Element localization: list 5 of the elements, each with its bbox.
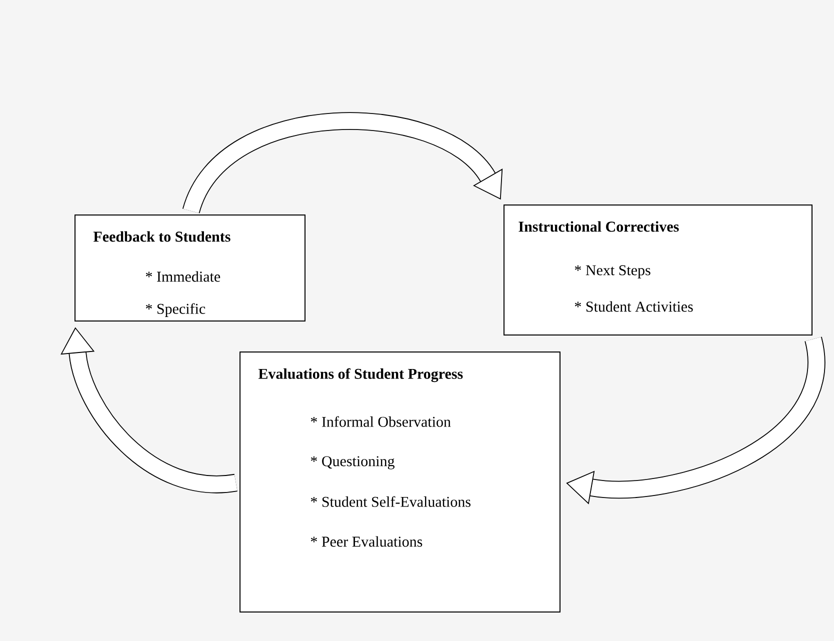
curved-arrow — [182, 112, 503, 214]
curved-arrow — [566, 338, 826, 504]
text-box: Instructional Correctives * Next Steps * Student Activities — [504, 204, 812, 336]
text-box: Evaluations of Student Progress * Informal Observation * Questioning * Student Self-Evaluations * Peer Evaluations — [240, 352, 560, 612]
text-box: Feedback to Students * Immediate * Specific — [74, 214, 306, 322]
